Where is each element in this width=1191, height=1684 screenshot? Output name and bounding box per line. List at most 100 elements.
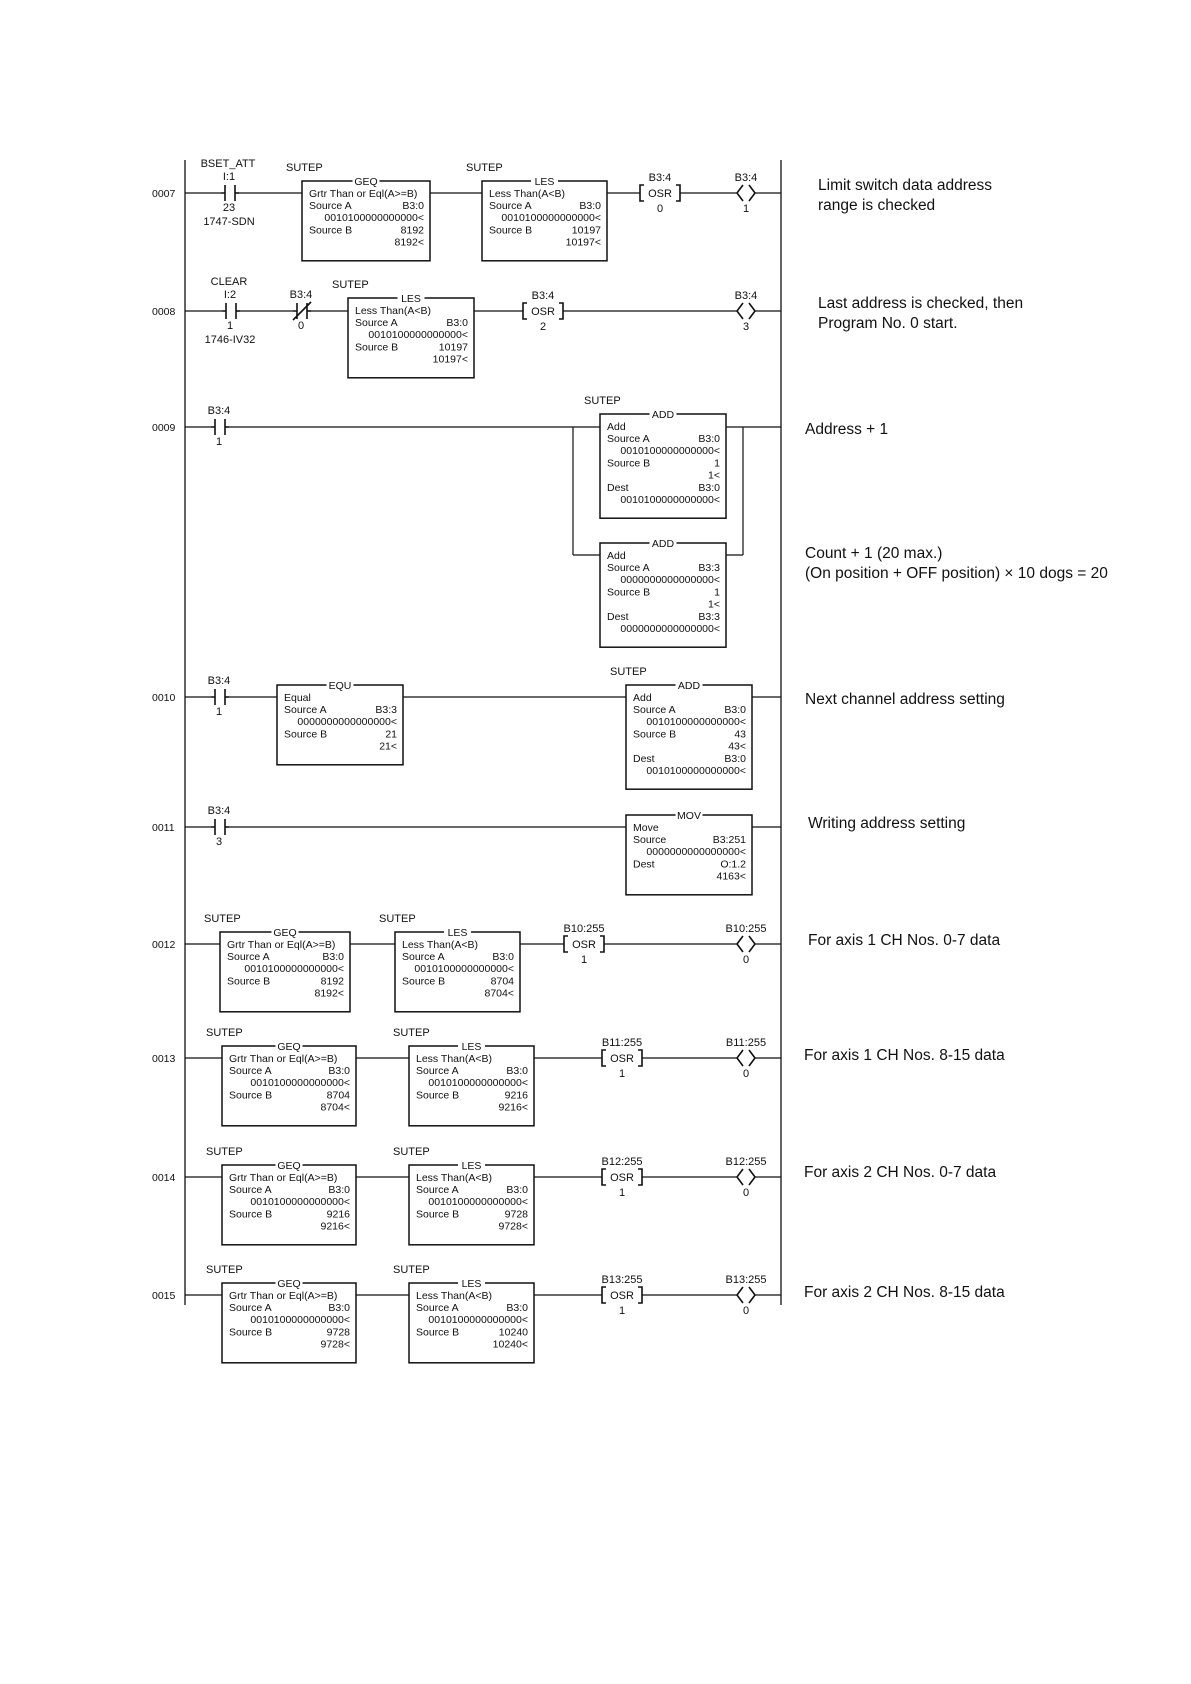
parameter-name: Source B	[309, 224, 352, 236]
instruction-description: Less Than(A<B)	[402, 939, 478, 951]
instruction-tag-label: SUTEP	[584, 395, 621, 407]
coil-arc-right	[748, 1168, 756, 1186]
parameter-value: 0010100000000000<	[428, 1314, 528, 1326]
parameter-name: Source A	[416, 1302, 459, 1314]
osr-bracket-right	[676, 184, 681, 202]
coil-arc-right	[748, 1049, 756, 1067]
normally-open-contact: B3:41	[208, 675, 231, 718]
parameter-value: 21<	[379, 741, 397, 753]
parameter-name: Source A	[355, 317, 398, 329]
rung-comment: For axis 2 CH Nos. 0-7 data	[804, 1164, 996, 1181]
rung-comment: Last address is checked, then	[818, 295, 1023, 312]
parameter-value: 21	[385, 728, 397, 740]
parameter-name: Dest	[633, 858, 655, 870]
parameter-value: 1	[714, 586, 720, 598]
title-gap	[458, 1043, 485, 1049]
osr-bit-label: 1	[619, 1068, 625, 1080]
title-gap	[675, 682, 703, 688]
osr-address-label: B13:255	[602, 1274, 643, 1286]
parameter-value: B3:0	[328, 1184, 350, 1196]
osr-bit-label: 0	[657, 203, 663, 215]
instruction-description: Equal	[284, 692, 311, 704]
rung-comment: For axis 1 CH Nos. 8-15 data	[804, 1047, 1005, 1064]
parameter-value: 0010100000000000<	[620, 494, 720, 506]
rung-comment: For axis 1 CH Nos. 0-7 data	[808, 932, 1000, 949]
parameter-value: B3:0	[328, 1065, 350, 1077]
parameter-name: Source B	[607, 457, 650, 469]
contact-module-label: 1747-SDN	[203, 216, 254, 228]
rung-number: 0009	[152, 422, 176, 434]
parameter-value: 9728	[327, 1326, 351, 1338]
osr-bracket-right	[638, 1286, 643, 1304]
osr-bracket-left	[601, 1168, 606, 1186]
instruction-description: Grtr Than or Eql(A>=B)	[309, 188, 417, 200]
parameter-name: Source A	[607, 562, 650, 574]
rung-comment: For axis 2 CH Nos. 8-15 data	[804, 1284, 1005, 1301]
instruction-title: LES	[401, 293, 421, 305]
parameter-name: Source B	[227, 975, 270, 987]
coil-arc-left	[736, 1049, 744, 1067]
instruction-tag-label: SUTEP	[393, 1027, 430, 1039]
title-gap	[531, 178, 558, 184]
rung-number: 0012	[152, 939, 176, 951]
osr-bracket-right	[638, 1049, 643, 1067]
contact-module-label: 1746-IV32	[205, 334, 256, 346]
parameter-value: O:1.2	[720, 858, 746, 870]
parameter-name: Source A	[309, 200, 352, 212]
parameter-name: Source A	[416, 1184, 459, 1196]
instruction-description: Less Than(A<B)	[416, 1172, 492, 1184]
osr-bracket-right	[638, 1168, 643, 1186]
instruction-description: Move	[633, 822, 659, 834]
coil-address-label: B10:255	[726, 923, 767, 935]
parameter-name: Source B	[607, 586, 650, 598]
instruction-title: MOV	[677, 810, 701, 822]
instruction-description: Less Than(A<B)	[416, 1053, 492, 1065]
rung-number: 0008	[152, 306, 176, 318]
coil-bit-label: 0	[743, 954, 749, 966]
parameter-value: 1<	[708, 599, 720, 611]
parameter-value: 0010100000000000<	[428, 1077, 528, 1089]
coil-arc-right	[748, 935, 756, 953]
parameter-value: B3:0	[402, 200, 424, 212]
parameter-value: 8192	[321, 975, 345, 987]
normally-open-contact: B3:43	[208, 805, 231, 848]
instruction-frame	[408, 1045, 535, 1127]
parameter-name: Source B	[416, 1208, 459, 1220]
instruction-title: LES	[462, 1160, 482, 1172]
instruction-frame	[221, 1282, 357, 1364]
coil-arc-left	[736, 935, 744, 953]
parameter-value: 10197<	[566, 237, 601, 249]
rung-number: 0014	[152, 1172, 176, 1184]
instruction-frame	[221, 1045, 357, 1127]
parameter-value: 9216	[505, 1089, 529, 1101]
contact-bar-left	[211, 689, 226, 705]
instruction-tag-label: SUTEP	[206, 1146, 243, 1158]
parameter-value: B3:0	[446, 317, 468, 329]
parameter-value: 0000000000000000<	[620, 623, 720, 635]
instruction-frame	[347, 297, 475, 379]
parameter-name: Source A	[284, 704, 327, 716]
coil-bit-label: 0	[743, 1305, 749, 1317]
parameter-value: 0010100000000000<	[250, 1077, 350, 1089]
parameter-name: Source B	[284, 728, 327, 740]
osr-label: OSR	[610, 1290, 634, 1302]
coil-arc-right	[748, 302, 756, 320]
parameter-value: B3:0	[492, 951, 514, 963]
osr-bit-label: 1	[581, 954, 587, 966]
parameter-name: Source B	[402, 975, 445, 987]
coil-arc-right	[748, 1286, 756, 1304]
contact-slash	[292, 301, 312, 321]
parameter-value: 0010100000000000<	[501, 212, 601, 224]
osr-address-label: B12:255	[602, 1156, 643, 1168]
instruction-description: Less Than(A<B)	[355, 305, 431, 317]
instruction-frame	[221, 1164, 357, 1246]
